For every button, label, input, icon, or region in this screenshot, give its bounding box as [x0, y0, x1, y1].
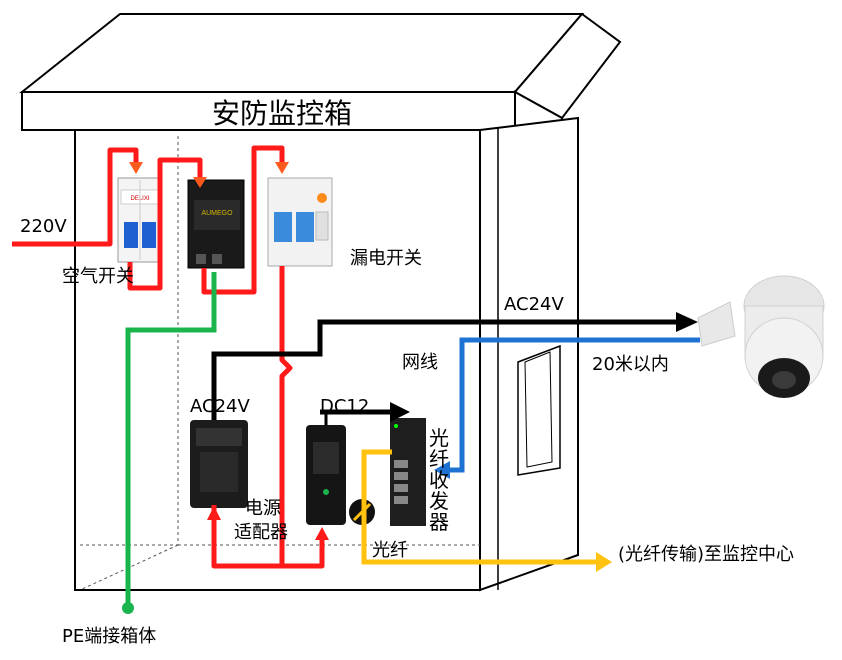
ac24v-adapter-label: AC24V	[190, 396, 250, 417]
to-center-label: (光纤传输)至监控中心	[618, 544, 795, 565]
dc12-label: DC12	[320, 396, 370, 417]
ground-point	[122, 602, 134, 614]
power-adapter-label-2: 适配器	[234, 522, 288, 543]
cabinet-roof	[19, 12, 622, 154]
ac24v-wire	[211, 319, 680, 420]
ac24v-adapter-device	[190, 420, 248, 508]
dc12-adapter-device	[306, 410, 346, 525]
fiber-transceiver-device	[390, 418, 426, 526]
arrow-to-spd	[193, 177, 207, 188]
air-switch-device: DELIXI	[117, 177, 163, 263]
power-adapter-label-1: 电源	[245, 498, 281, 519]
arrow-to-breaker	[129, 162, 143, 174]
arrow-to-leakage	[275, 162, 289, 174]
distance-label: 20米以内	[592, 354, 669, 375]
ac24v-camera-label: AC24V	[504, 294, 564, 315]
arrow-to-dc-adapter	[315, 527, 329, 540]
ground-wire	[125, 272, 217, 606]
arrow-to-center	[596, 552, 612, 572]
power-wiring	[12, 145, 325, 569]
ptz-camera-device	[697, 275, 825, 398]
cabinet-title: 安防监控箱	[212, 97, 353, 130]
input-voltage-label: 220V	[20, 216, 67, 237]
arrow-to-camera	[676, 312, 698, 332]
spd-brand: AUMEGO	[201, 210, 233, 217]
cabinet-body	[74, 116, 579, 592]
network-wire	[445, 337, 700, 473]
leakage-switch-label: 漏电开关	[350, 248, 422, 269]
surge-protector-device: AUMEGO	[187, 179, 245, 269]
network-cable-label: 网线	[402, 352, 438, 373]
leakage-switch-device	[267, 177, 333, 267]
pe-ground-label: PE端接箱体	[62, 626, 157, 647]
arrow-network	[434, 461, 450, 479]
fiber-wire	[361, 449, 600, 565]
fiber-label: 光纤	[372, 540, 408, 561]
fiber-transceiver-label: 光纤收发器	[429, 426, 449, 534]
arrow-to-transceiver	[390, 402, 410, 422]
arrow-to-adapter	[207, 506, 221, 520]
air-switch-label: 空气开关	[62, 266, 134, 287]
